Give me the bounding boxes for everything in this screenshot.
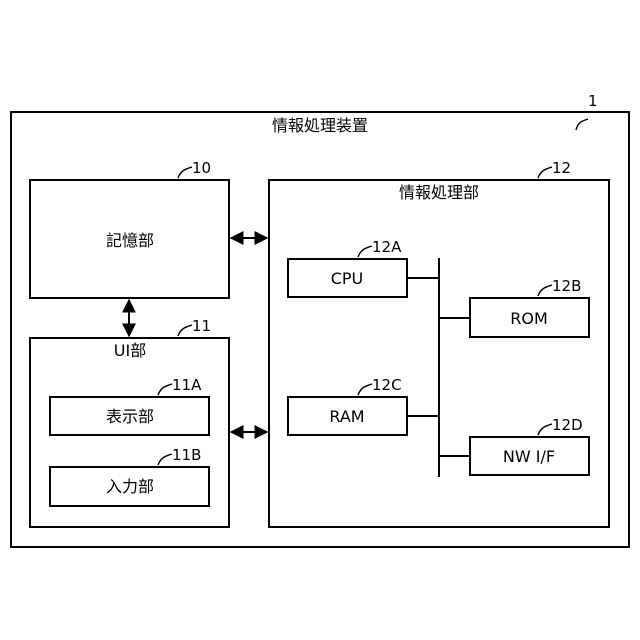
nwif-label: NW I/F xyxy=(503,447,555,466)
display-ref: 11A xyxy=(172,376,202,394)
ram-ref: 12C xyxy=(372,376,402,394)
processor-label: 情報処理部 xyxy=(399,183,479,202)
input-label: 入力部 xyxy=(106,477,154,496)
storage-ref: 10 xyxy=(192,159,211,177)
ui-ref: 11 xyxy=(192,317,211,335)
device-title: 情報処理装置 xyxy=(272,116,368,135)
rom-ref: 12B xyxy=(552,277,581,295)
processor-ref: 12 xyxy=(552,159,571,177)
device-ref: 1 xyxy=(588,92,598,110)
ram-label: RAM xyxy=(329,407,364,426)
rom-label: ROM xyxy=(510,309,548,328)
ui-label: UI部 xyxy=(114,341,146,360)
cpu-label: CPU xyxy=(331,269,364,288)
cpu-ref: 12A xyxy=(372,238,402,256)
display-label: 表示部 xyxy=(106,407,154,426)
nwif-ref: 12D xyxy=(552,416,583,434)
input-ref: 11B xyxy=(172,446,201,464)
storage-label: 記憶部 xyxy=(106,231,154,250)
